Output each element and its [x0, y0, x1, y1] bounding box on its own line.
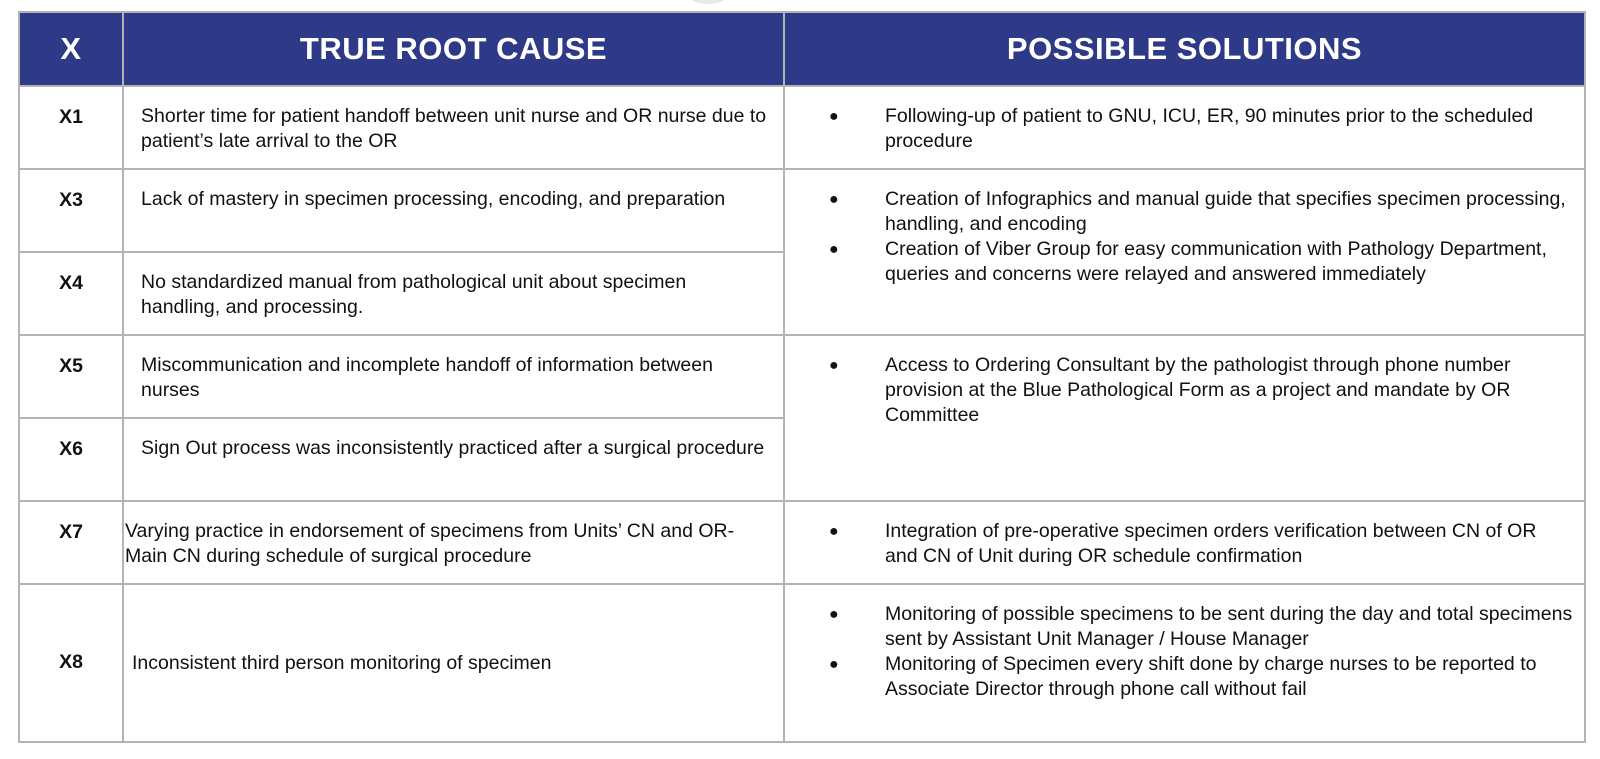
solution-cell: ●Integration of pre-operative specimen o… [783, 500, 1586, 585]
table-row: X5 Miscommunication and incomplete hando… [18, 334, 1586, 502]
row-id: X6 [18, 417, 124, 502]
solution-list: ●Following-up of patient to GNU, ICU, ER… [785, 104, 1574, 154]
root-cause-cell: Shorter time for patient handoff between… [122, 85, 785, 170]
row-id: X8 [18, 583, 124, 743]
root-cause-cell: Inconsistent third person monitoring of … [122, 583, 785, 743]
solution-item: ●Following-up of patient to GNU, ICU, ER… [829, 105, 1534, 152]
solution-cell: ●Access to Ordering Consultant by the pa… [783, 334, 1586, 502]
solution-item: ●Creation of Infographics and manual gui… [829, 188, 1566, 235]
row-id: X5 [18, 334, 124, 419]
solution-item: ●Monitoring of Specimen every shift done… [829, 653, 1537, 700]
root-cause-cell: Varying practice in endorsement of speci… [122, 500, 785, 585]
root-cause-table: X TRUE ROOT CAUSE POSSIBLE SOLUTIONS X1 … [18, 11, 1586, 743]
bullet-icon: ● [829, 606, 839, 623]
root-cause-cell: No standardized manual from pathological… [122, 251, 785, 336]
solution-list: ●Integration of pre-operative specimen o… [785, 519, 1574, 569]
table-row: X6 Sign Out process was inconsistently p… [18, 417, 1585, 502]
bullet-icon: ● [829, 191, 839, 208]
row-id: X4 [18, 251, 124, 336]
row-id: X7 [18, 500, 124, 585]
table-row: X4 No standardized manual from pathologi… [18, 251, 1585, 336]
solution-item: ●Monitoring of possible specimens to be … [829, 603, 1573, 650]
bullet-icon: ● [829, 357, 839, 374]
row-id: X3 [18, 168, 124, 253]
header-root-cause: TRUE ROOT CAUSE [122, 11, 785, 87]
solution-cell: ●Creation of Infographics and manual gui… [783, 168, 1586, 336]
top-decoration [690, 0, 726, 4]
solution-cell: ●Monitoring of possible specimens to be … [783, 583, 1586, 743]
solution-item: ●Creation of Viber Group for easy commun… [829, 238, 1547, 285]
header-solutions: POSSIBLE SOLUTIONS [783, 11, 1586, 87]
solution-list: ●Monitoring of possible specimens to be … [785, 602, 1574, 702]
solution-list: ●Creation of Infographics and manual gui… [785, 187, 1574, 287]
header-row: X TRUE ROOT CAUSE POSSIBLE SOLUTIONS [18, 11, 1586, 87]
solution-item: ●Access to Ordering Consultant by the pa… [829, 354, 1511, 426]
table-row: X8 Inconsistent third person monitoring … [18, 583, 1586, 743]
table-row: X1 Shorter time for patient handoff betw… [18, 85, 1586, 170]
root-cause-cell: Lack of mastery in specimen processing, … [122, 168, 785, 253]
solution-item: ●Integration of pre-operative specimen o… [829, 520, 1537, 567]
bullet-icon: ● [829, 108, 839, 125]
bullet-icon: ● [829, 656, 839, 673]
solution-list: ●Access to Ordering Consultant by the pa… [785, 353, 1574, 428]
bullet-icon: ● [829, 523, 839, 540]
header-x: X [18, 11, 124, 87]
solution-cell: ●Following-up of patient to GNU, ICU, ER… [783, 85, 1586, 170]
root-cause-cell: Miscommunication and incomplete handoff … [122, 334, 785, 419]
table-row: X7 Varying practice in endorsement of sp… [18, 500, 1586, 585]
root-cause-cell: Sign Out process was inconsistently prac… [122, 417, 785, 502]
row-id: X1 [18, 85, 124, 170]
bullet-icon: ● [829, 241, 839, 258]
table-row: X3 Lack of mastery in specimen processin… [18, 168, 1586, 336]
